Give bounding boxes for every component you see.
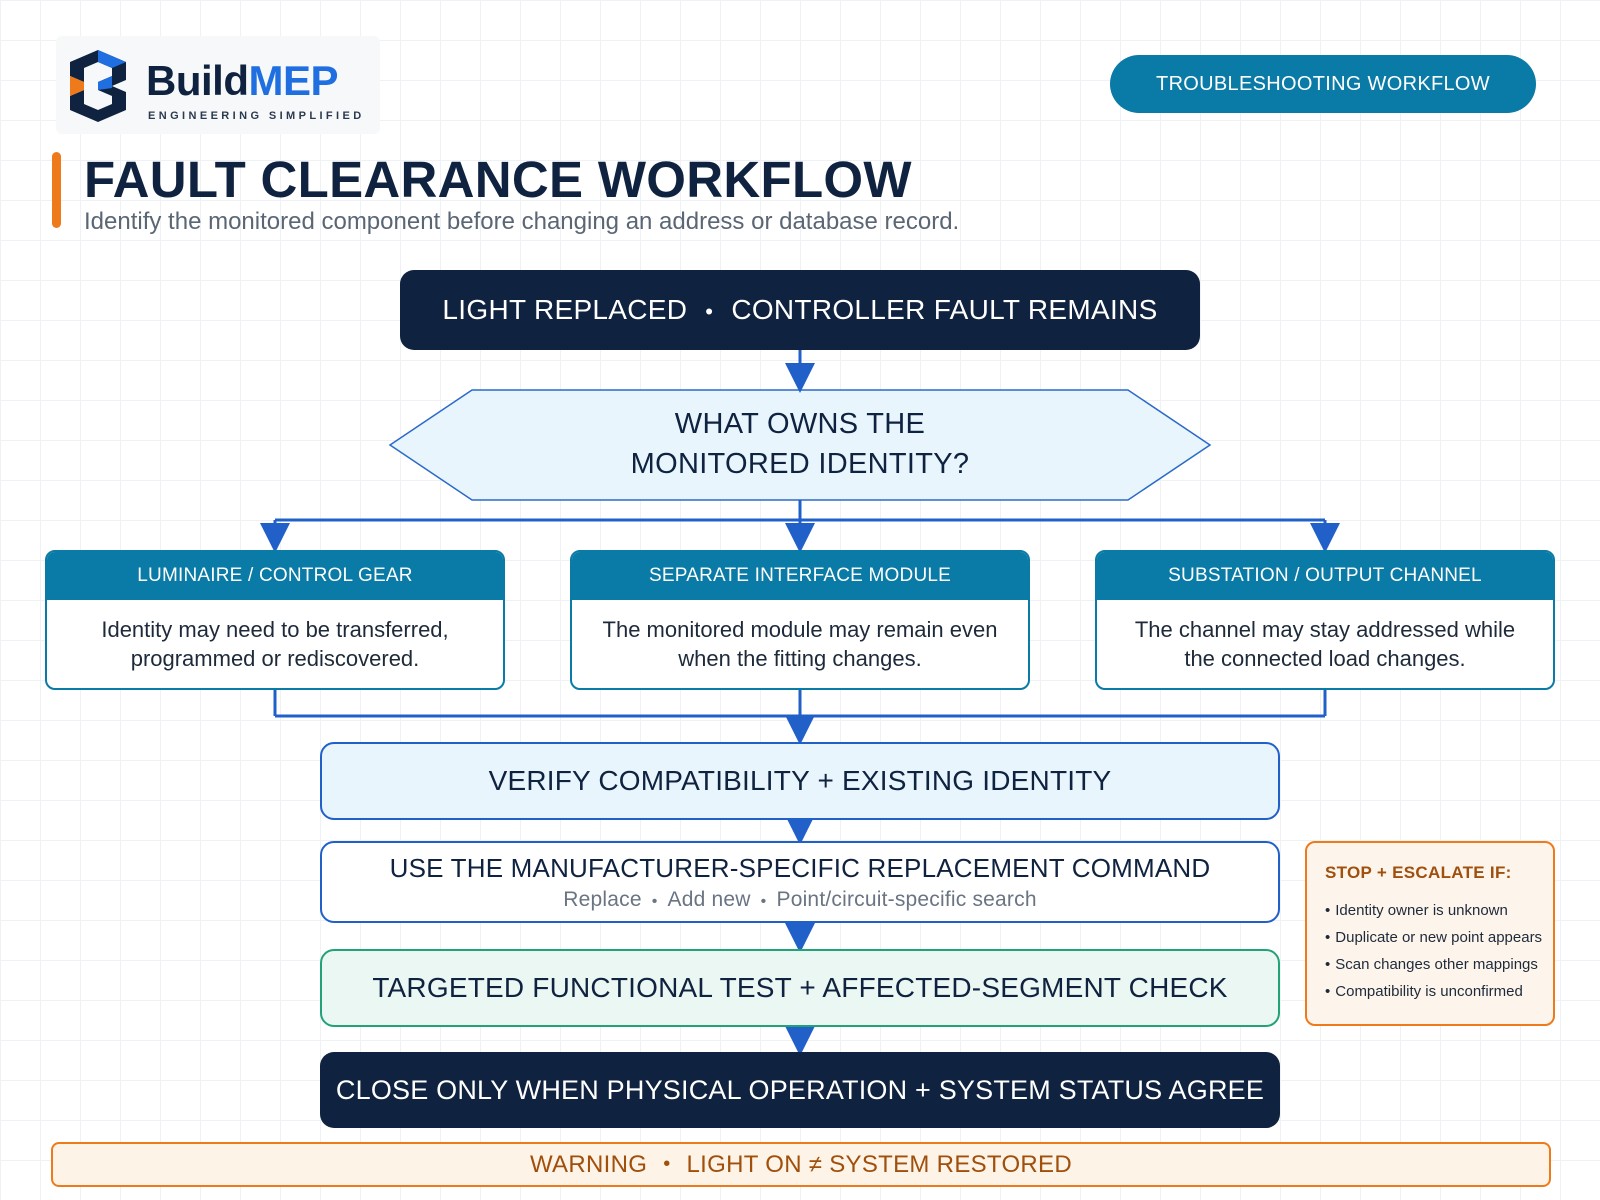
escalation-item-text: Duplicate or new point appears (1335, 929, 1543, 946)
escalation-item: •Duplicate or new point appears (1325, 924, 1542, 951)
start-node-part1: LIGHT REPLACED (442, 294, 688, 325)
decision-hexagon (388, 389, 1212, 501)
branch-substation-output-channel: SUBSTATION / OUTPUT CHANNEL The channel … (1095, 550, 1555, 690)
escalation-list: •Identity owner is unknown •Duplicate or… (1325, 897, 1542, 1005)
warning-separator: • (663, 1153, 671, 1175)
warning-banner: WARNING • LIGHT ON ≠ SYSTEM RESTORED (51, 1142, 1551, 1187)
replacement-command-step: USE THE MANUFACTURER-SPECIFIC REPLACEMEN… (320, 841, 1280, 923)
buildmep-logo-icon (70, 50, 126, 122)
option-replace: Replace (563, 887, 642, 911)
bullet: • (1325, 902, 1331, 919)
option-separator: • (651, 892, 658, 910)
branch-heading: SEPARATE INTERFACE MODULE (572, 552, 1028, 600)
escalation-item: •Compatibility is unconfirmed (1325, 978, 1537, 1005)
close-step-label: CLOSE ONLY WHEN PHYSICAL OPERATION + SYS… (335, 1074, 1265, 1105)
branch-heading: LUMINAIRE / CONTROL GEAR (47, 552, 503, 600)
brand-name-part2: MEP (248, 57, 338, 104)
escalation-item: •Scan changes other mappings (1325, 951, 1538, 978)
start-node-part2: CONTROLLER FAULT REMAINS (731, 294, 1158, 325)
bullet: • (1325, 956, 1331, 973)
start-node-separator: • (705, 299, 714, 324)
bullet: • (1325, 983, 1331, 1000)
option-add-new: Add new (667, 887, 751, 911)
header-badge: TROUBLESHOOTING WORKFLOW (1110, 55, 1536, 113)
verify-step-label: VERIFY COMPATIBILITY + EXISTING IDENTITY (488, 765, 1112, 796)
option-separator: • (760, 892, 767, 910)
escalation-item-text: Identity owner is unknown (1335, 902, 1508, 919)
title-accent-bar (52, 152, 61, 228)
branch-separate-interface-module: SEPARATE INTERFACE MODULE The monitored … (570, 550, 1030, 690)
connector-lines (260, 350, 1340, 1056)
escalation-item-text: Scan changes other mappings (1335, 956, 1538, 973)
functional-test-label: TARGETED FUNCTIONAL TEST + AFFECTED-SEGM… (372, 972, 1228, 1003)
page-title: FAULT CLEARANCE WORKFLOW (84, 151, 912, 208)
brand-tagline: ENGINEERING SIMPLIFIED (148, 110, 365, 122)
escalation-title: STOP + ESCALATE IF: (1325, 863, 1512, 882)
brand-logo: BuildMEP ENGINEERING SIMPLIFIED (56, 36, 380, 134)
brand-name: BuildMEP (146, 60, 338, 102)
escalation-box: STOP + ESCALATE IF: •Identity owner is u… (1305, 841, 1555, 1026)
page-subtitle: Identify the monitored component before … (84, 208, 960, 235)
warning-text: LIGHT ON ≠ SYSTEM RESTORED (686, 1150, 1072, 1178)
escalation-item-text: Compatibility is unconfirmed (1335, 983, 1523, 1000)
decision-node-label: WHAT OWNS THE MONITORED IDENTITY? (630, 408, 970, 480)
warning-label: WARNING (530, 1150, 648, 1178)
branch-text: The monitored module may remain even whe… (602, 617, 998, 671)
branch-heading: SUBSTATION / OUTPUT CHANNEL (1097, 552, 1553, 600)
close-step: CLOSE ONLY WHEN PHYSICAL OPERATION + SYS… (320, 1052, 1280, 1128)
branch-text: The channel may stay addressed while the… (1134, 617, 1516, 671)
branch-luminaire-control-gear: LUMINAIRE / CONTROL GEAR Identity may ne… (45, 550, 505, 690)
verify-step: VERIFY COMPATIBILITY + EXISTING IDENTITY (320, 742, 1280, 820)
option-point-circuit-search: Point/circuit-specific search (776, 887, 1037, 911)
start-node: LIGHT REPLACED • CONTROLLER FAULT REMAINS (400, 270, 1200, 350)
replacement-command-label: USE THE MANUFACTURER-SPECIFIC REPLACEMEN… (389, 852, 1211, 883)
brand-name-part1: Build (146, 57, 249, 104)
replacement-command-options: Replace • Add new • Point/circuit-specific s… (563, 888, 1036, 912)
branch-text: Identity may need to be transferred, pro… (101, 617, 449, 671)
bullet: • (1325, 929, 1331, 946)
escalation-item: •Identity owner is unknown (1325, 897, 1537, 924)
functional-test-step: TARGETED FUNCTIONAL TEST + AFFECTED-SEGM… (320, 949, 1280, 1027)
